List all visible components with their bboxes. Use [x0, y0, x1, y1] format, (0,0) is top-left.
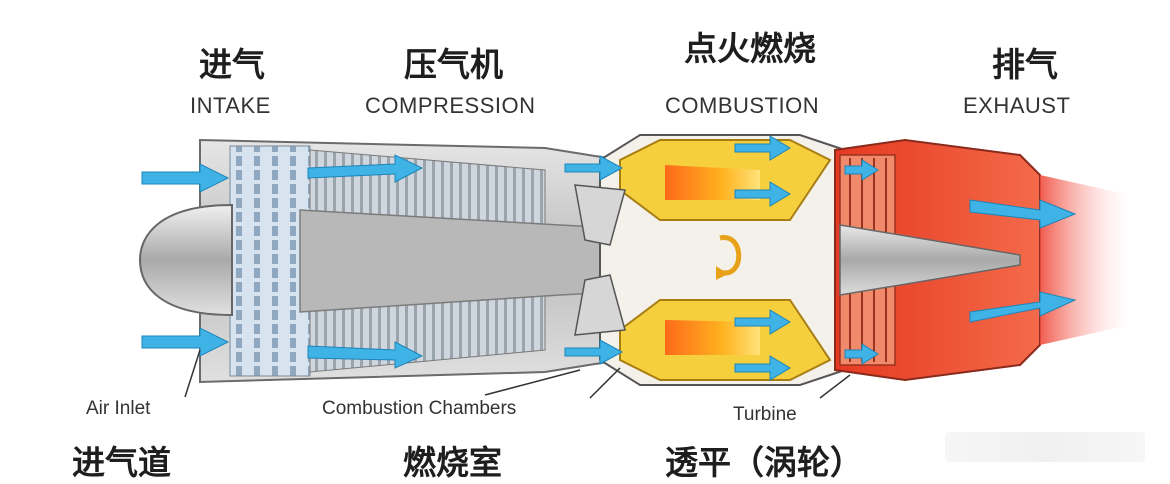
leader-combustion-chambers-right — [589, 367, 621, 399]
label-inlet-zh: 进气道 — [72, 443, 171, 482]
callout-turbine: Turbine — [733, 404, 797, 425]
leader-combustion-chambers-left — [484, 369, 581, 396]
label-turbine-zh: 透平（涡轮） — [665, 443, 863, 482]
airflow-arrows — [141, 135, 1077, 381]
lower-flame — [665, 320, 760, 355]
leader-turbine — [819, 374, 851, 399]
airflow-arrow-comb-top — [734, 135, 791, 161]
airflow-arrow-turb-bottom — [844, 343, 879, 365]
stage-compression-en: COMPRESSION — [365, 93, 536, 118]
stage-combustion-zh: 点火燃烧 — [684, 29, 816, 68]
airflow-arrow-comb-mid-bottom — [734, 309, 791, 335]
stage-combustion-en: COMBUSTION — [665, 93, 820, 118]
airflow-arrow-intake-top — [141, 163, 230, 193]
nose-spinner — [138, 203, 233, 317]
airflow-arrow-comb-entry-top — [564, 155, 624, 181]
stage-compression-zh: 压气机 — [404, 45, 503, 84]
airflow-arrow-turb-top — [844, 159, 879, 181]
diffuser-lower — [574, 274, 626, 336]
airflow-arrow-exhaust-bottom — [969, 291, 1077, 323]
stage-intake-en: INTAKE — [190, 93, 271, 118]
leader-air-inlet — [184, 349, 201, 398]
airflow-arrow-exhaust-top — [969, 199, 1077, 229]
exhaust-plume — [1040, 175, 1130, 345]
airflow-arrow-comp-bottom — [307, 341, 424, 369]
leader-lines — [184, 349, 851, 399]
stage-intake-zh: 进气 — [199, 45, 265, 84]
watermark-blur — [945, 432, 1145, 462]
airflow-arrow-intake-bottom — [141, 327, 230, 357]
intake-fan-blades — [229, 145, 311, 377]
stage-exhaust-zh: 排气 — [992, 45, 1058, 84]
label-chambers-zh: 燃烧室 — [403, 443, 502, 482]
airflow-arrow-comb-mid-top — [734, 181, 791, 207]
rotation-arrow-icon — [719, 235, 742, 276]
callout-combustion-chambers: Combustion Chambers — [322, 398, 517, 419]
airflow-arrow-comp-top — [307, 154, 424, 183]
diffuser-upper — [574, 184, 626, 246]
exhaust-cone — [839, 224, 1021, 296]
airflow-arrow-comb-entry-bottom — [564, 339, 624, 365]
stage-exhaust-en: EXHAUST — [963, 93, 1071, 118]
airflow-arrow-comb-bottom — [734, 355, 791, 381]
callout-air-inlet: Air Inlet — [86, 398, 151, 419]
